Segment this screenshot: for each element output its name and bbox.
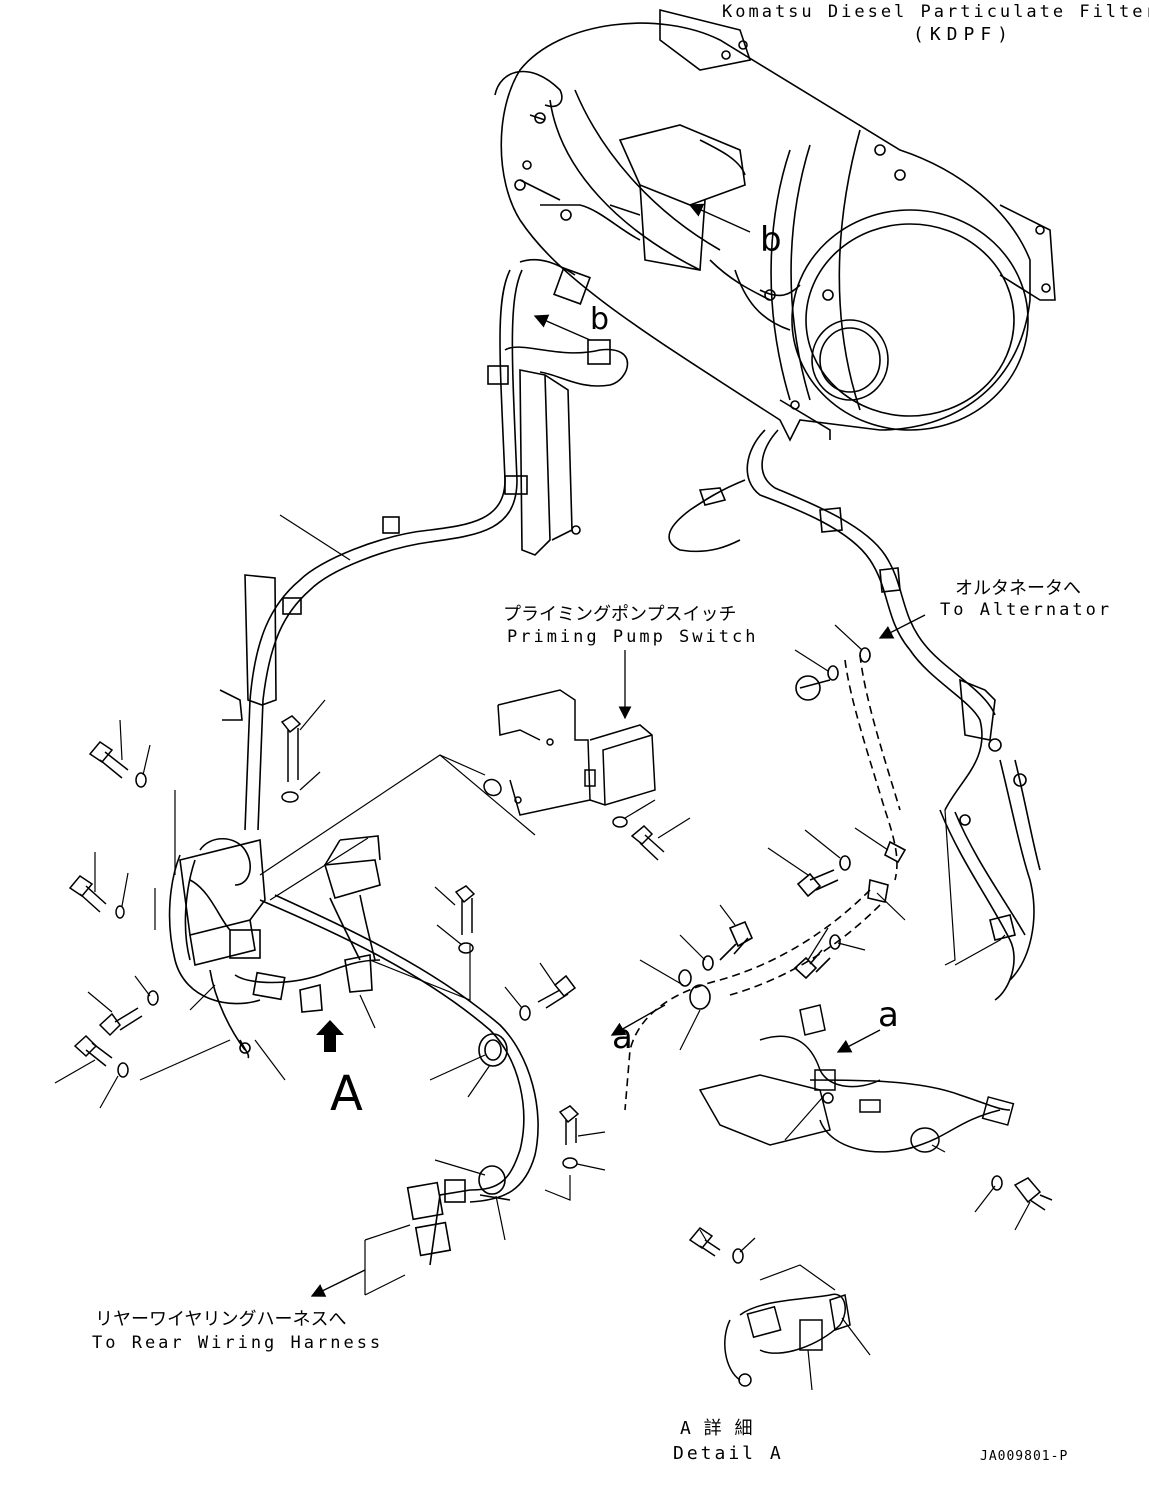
kdpf-name-label: Komatsu Diesel Particulate Filter [722, 2, 1149, 22]
marker-view-a: A [330, 1066, 363, 1122]
priming-label-jp: プライミングポンプスイッチ [503, 604, 737, 625]
marker-b-lower: b [590, 302, 610, 337]
lower-right-assembly [698, 1004, 1053, 1211]
view-a-arrow [316, 1020, 344, 1052]
alternator-label-jp: オルタネータへ [955, 578, 1081, 599]
marker-b-upper: b [760, 220, 782, 260]
hardware-left [68, 715, 665, 1169]
drawing-number: JA009801-P [980, 1449, 1069, 1464]
kdpf-assembly [494, 8, 1056, 442]
rear-harness-label-en: To Rear Wiring Harness [92, 1333, 384, 1353]
detail-a-label-jp: A 詳 細 [680, 1418, 754, 1439]
main-harness [168, 835, 539, 1266]
detail-a-assembly [688, 1227, 851, 1387]
arrows [310, 203, 926, 1297]
rear-harness-label-jp: リヤーワイヤリングハーネスへ [95, 1309, 347, 1330]
marker-a-right: a [878, 995, 899, 1035]
priming-label-en: Priming Pump Switch [507, 627, 759, 647]
alternator-label-en: To Alternator [940, 600, 1113, 620]
priming-pump-switch [483, 650, 656, 816]
detail-a-label-en: Detail A [673, 1443, 784, 1464]
leader-lines [54, 514, 1031, 1391]
upper-harness [219, 258, 629, 831]
right-harness [624, 429, 1041, 1111]
marker-a-left: a [612, 1017, 633, 1057]
kdpf-abbr-label: (KDPF) [913, 24, 1015, 45]
